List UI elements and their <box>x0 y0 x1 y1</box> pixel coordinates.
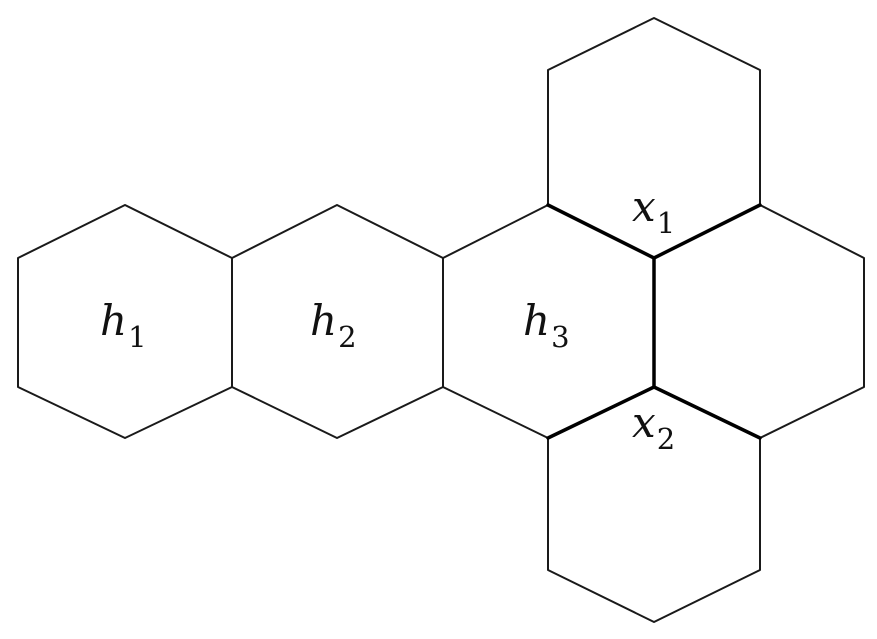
label-h3-main: h <box>523 296 551 345</box>
label-x2-sub: 2 <box>656 422 676 456</box>
label-h3: h3 <box>523 300 570 352</box>
bold-edge-x2-left <box>546 385 656 440</box>
label-h1-main: h <box>100 296 128 345</box>
label-h3-sub: 3 <box>551 320 570 354</box>
label-h2-main: h <box>310 296 338 345</box>
label-h2-sub: 2 <box>338 320 357 354</box>
bold-edge-x2-right <box>652 385 762 440</box>
label-x1-sub: 1 <box>656 206 676 240</box>
label-h1-sub: 1 <box>128 320 147 354</box>
label-h1: h1 <box>100 300 147 352</box>
label-x1-main: x <box>632 182 656 231</box>
label-x1: x1 <box>632 186 675 238</box>
label-x2: x2 <box>632 402 675 454</box>
bold-edge-x1-left <box>546 203 656 260</box>
label-h2: h2 <box>310 300 357 352</box>
label-x2-main: x <box>632 398 656 447</box>
bold-edge-x1-right <box>652 203 762 260</box>
